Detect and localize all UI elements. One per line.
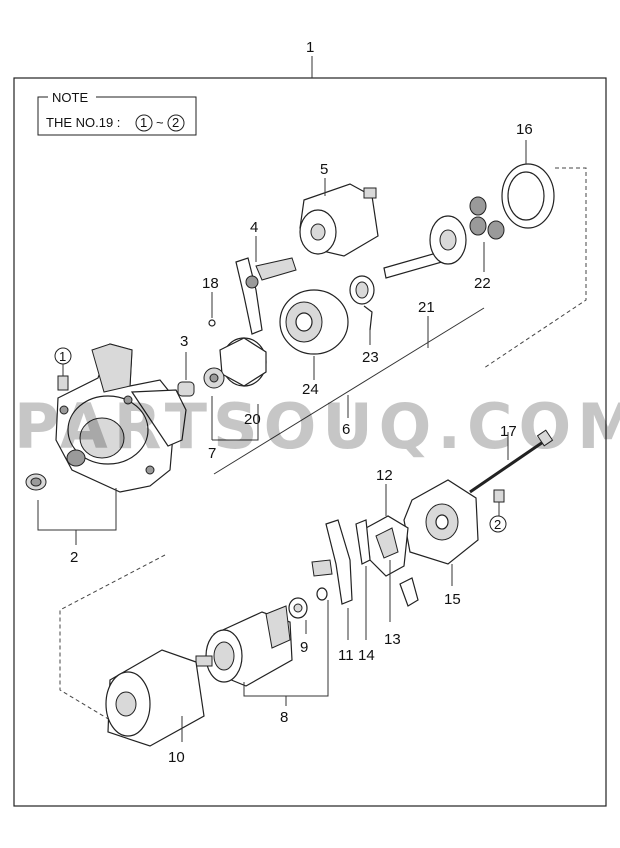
part-11-brush-lead — [311, 519, 353, 640]
callout-11: 11 — [338, 647, 354, 664]
callout-8: 8 — [280, 709, 288, 726]
callout-14: 14 — [358, 647, 375, 664]
leader-2 — [37, 488, 117, 545]
note-circled-to: 2 — [172, 115, 179, 130]
watermark: PARTSOUQ.COM — [14, 390, 620, 463]
callout-21: 21 — [418, 299, 435, 316]
assembly-guide-upper — [483, 167, 587, 369]
part-20-clutch — [203, 337, 267, 389]
note-box: NOTE THE NO.19 : 1 ~ 2 — [37, 90, 197, 136]
callout-6: 6 — [342, 421, 350, 438]
callout-24: 24 — [302, 381, 319, 398]
leader-7 — [211, 396, 259, 441]
callout-7: 7 — [208, 445, 216, 462]
callout-17: 17 — [500, 423, 517, 440]
callout-10: 10 — [168, 749, 185, 766]
callout-12: 12 — [376, 467, 393, 484]
part-5-solenoid — [299, 178, 379, 257]
part-23-seal — [349, 275, 375, 345]
callout-22: 22 — [474, 275, 491, 292]
part-21-shaft — [383, 215, 467, 348]
note-circled-from: 1 — [140, 115, 147, 130]
part-14-spring — [355, 519, 371, 640]
end-cover-screw — [493, 489, 505, 516]
callout-4: 4 — [250, 219, 258, 236]
callout-20: 20 — [244, 411, 261, 428]
note-line-prefix: THE NO.19 : — [46, 115, 120, 130]
callout-1: 1 — [306, 39, 314, 56]
part-4-lever — [235, 236, 297, 335]
part-16-ring — [501, 140, 555, 229]
callout-3: 3 — [180, 333, 188, 350]
armature — [195, 605, 293, 687]
part-15-end-cover — [403, 479, 479, 586]
part-13-brush — [389, 560, 419, 622]
part-12-brush-holder — [365, 484, 409, 577]
callout-15: 15 — [444, 591, 461, 608]
svg-text:2: 2 — [494, 517, 501, 532]
callout-23: 23 — [362, 349, 379, 366]
part-18-ball — [208, 292, 216, 327]
part-22-planet-gears — [469, 196, 505, 272]
callout-18: 18 — [202, 275, 219, 292]
callout-9: 9 — [300, 639, 308, 656]
part-9-bearing — [288, 587, 328, 634]
part-10-yoke — [105, 649, 205, 747]
assembly-guide-lower — [59, 554, 166, 721]
diagram-frame — [13, 77, 607, 807]
part-17-through-bolt — [469, 429, 554, 494]
circled-marker-2: 2 — [489, 515, 507, 533]
front-housing — [55, 343, 187, 493]
leader-8 — [243, 600, 329, 706]
note-title: NOTE — [52, 90, 88, 105]
housing-bolt — [57, 364, 69, 391]
leader-6 — [213, 307, 485, 475]
circled-marker-1: 1 — [54, 347, 72, 365]
bushing — [25, 473, 47, 491]
note-tilde: ~ — [156, 115, 164, 130]
callout-2: 2 — [70, 549, 78, 566]
part-3-bush — [177, 352, 195, 397]
callout-13: 13 — [384, 631, 401, 648]
part-24-gear-housing — [279, 289, 349, 380]
callout-16: 16 — [516, 121, 533, 138]
svg-text:1: 1 — [59, 349, 66, 364]
callout-5: 5 — [320, 161, 328, 178]
